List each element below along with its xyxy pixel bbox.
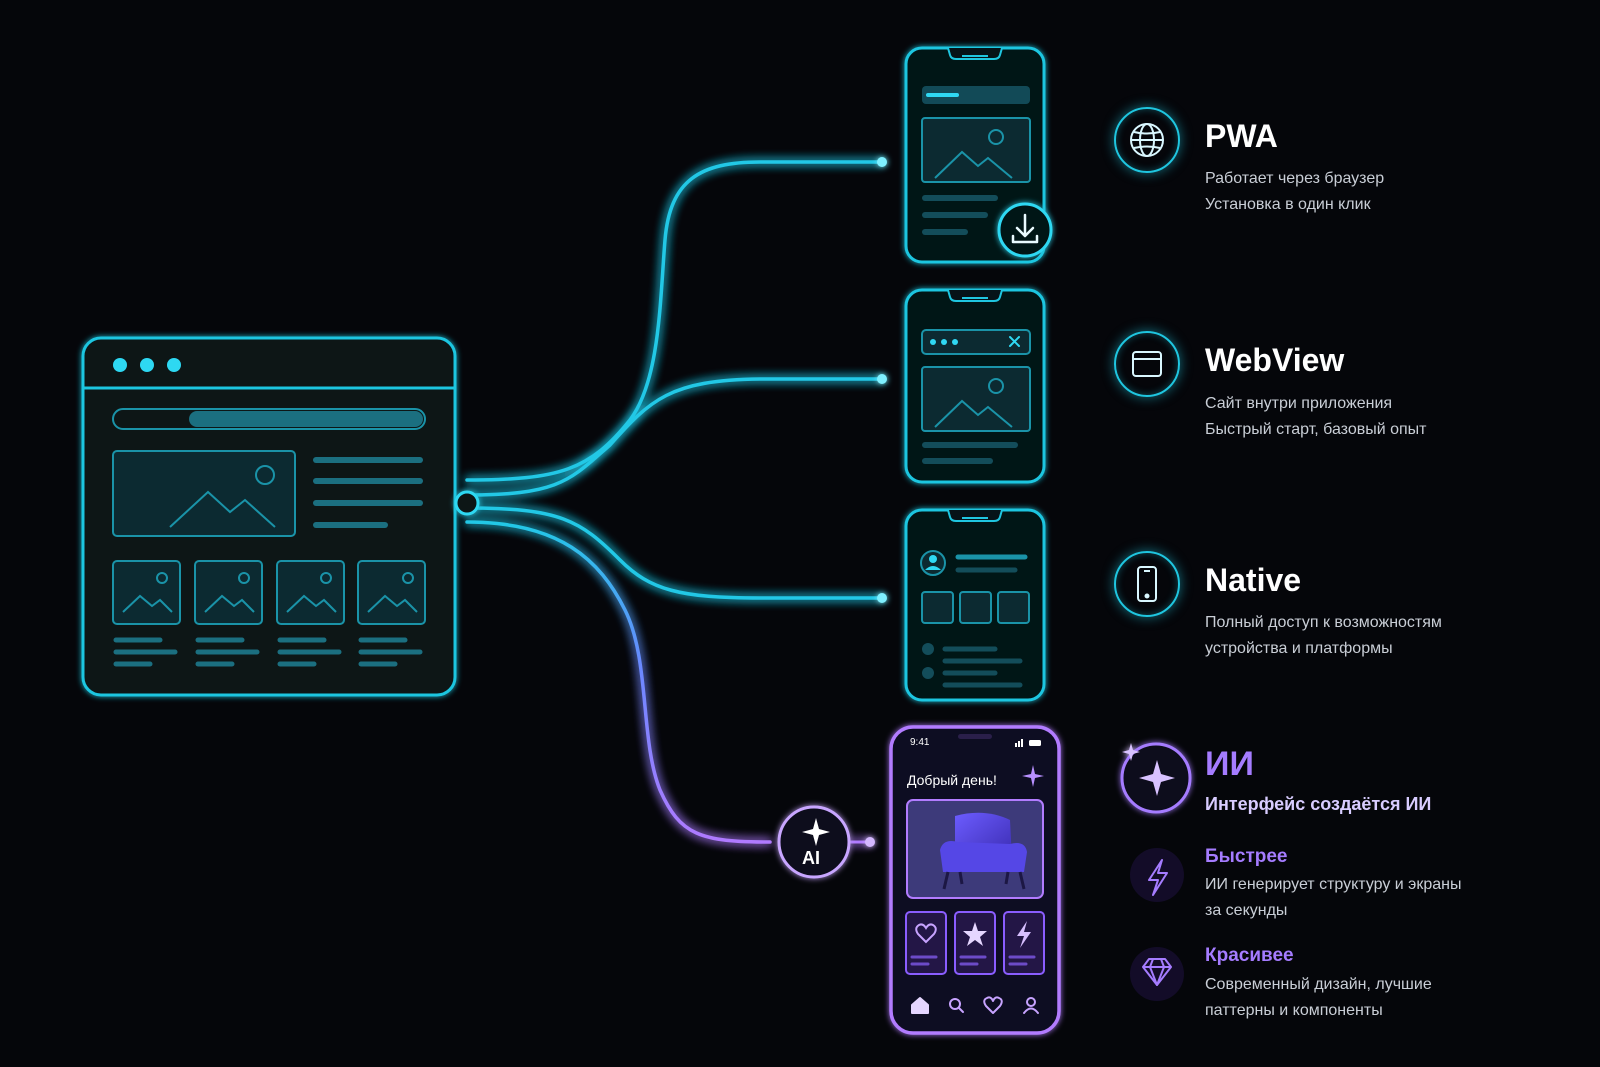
ai-cards [905, 911, 1045, 975]
heart-icon [915, 923, 937, 944]
globe-icon [1114, 107, 1180, 173]
ai-badge [777, 805, 851, 879]
sparkle-icon [1139, 760, 1175, 796]
search-icon [949, 998, 964, 1013]
star-icon [963, 922, 987, 946]
branch-lines [465, 160, 884, 844]
ai-sparkle-ring [1120, 742, 1192, 814]
target-description: Сайт внутри приложения [1205, 395, 1393, 412]
source-node-icon [454, 490, 480, 516]
phone-ai [889, 725, 1061, 1035]
feature-description: Современный дизайн, лучшие [1205, 976, 1432, 993]
website-content [112, 408, 426, 667]
target-title: Native [1205, 562, 1302, 598]
feature-title: Красивее [1205, 945, 1294, 966]
target-description: устройства и платформы [1205, 640, 1393, 657]
bottom-nav [911, 996, 1039, 1014]
user-icon [1023, 997, 1039, 1014]
target-description: Полный доступ к возможностям [1205, 614, 1442, 631]
phone-native [904, 508, 1046, 702]
feature-icons [1130, 848, 1184, 1001]
sparkle-icon [1022, 765, 1044, 787]
image-thumbnails [112, 560, 426, 625]
feature-title: Быстрее [1205, 846, 1288, 867]
window-dot-icon [167, 358, 181, 372]
ai-title: ИИ [1205, 745, 1254, 783]
status-icons [1015, 739, 1041, 747]
feature-description: за секунды [1205, 902, 1288, 919]
phone-pwa [904, 46, 1053, 264]
window-dot-icon [140, 358, 154, 372]
download-icon [997, 202, 1053, 258]
status-time: 9:41 [910, 737, 930, 748]
home-icon [911, 997, 929, 1014]
ai-subtitle: Интерфейс создаётся ИИ [1205, 794, 1432, 814]
heart-icon [983, 996, 1003, 1014]
diamond-icon [1142, 958, 1172, 986]
feature-description: ИИ генерирует структуру и экраны [1205, 876, 1462, 893]
branch-line-native [465, 506, 884, 600]
close-icon [1009, 336, 1020, 347]
browser-window-icon [1114, 331, 1180, 397]
branch-endpoints [454, 157, 887, 847]
window-dot-icon [113, 358, 127, 372]
target-description: Быстрый старт, базовый опыт [1205, 421, 1427, 438]
branch-line-pwa [465, 160, 884, 482]
target-description: Работает через браузер [1205, 170, 1385, 187]
sparkle-icon [802, 818, 830, 846]
armchair-image [940, 812, 1027, 890]
target-title: WebView [1205, 342, 1345, 378]
branch-line-webview [465, 377, 884, 497]
branch-line-ai [465, 520, 772, 844]
target-title: PWA [1205, 118, 1278, 154]
lightning-icon [1017, 921, 1031, 948]
ai-badge-label: AI [802, 848, 820, 868]
target-description: Установка в один клик [1205, 196, 1371, 213]
feature-description: паттерны и компоненты [1205, 1002, 1383, 1019]
smartphone-icon [1114, 551, 1180, 617]
phone-webview [904, 288, 1046, 484]
lightning-icon [1148, 859, 1168, 896]
greeting-text: Добрый день! [907, 772, 997, 788]
